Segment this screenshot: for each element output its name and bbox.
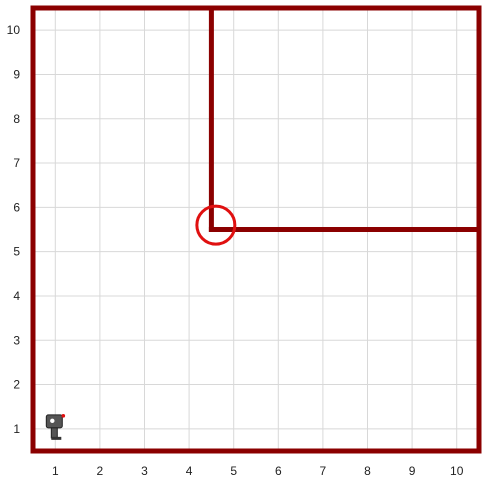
y-tick-label-8: 8 — [13, 112, 20, 126]
y-tick-label-1: 1 — [13, 422, 20, 436]
robot-foot — [51, 436, 62, 440]
target-marker-layer — [195, 204, 237, 246]
y-tick-label-10: 10 — [7, 23, 21, 37]
target-circle — [195, 204, 237, 246]
x-tick-label-9: 9 — [409, 464, 416, 478]
x-tick-label-1: 1 — [52, 464, 59, 478]
tick-labels: 1 2 3 4 5 6 7 8 9 10 1 2 3 4 5 6 7 8 9 10 — [7, 23, 464, 478]
y-tick-label-2: 2 — [13, 378, 20, 392]
x-tick-label-5: 5 — [230, 464, 237, 478]
x-tick-label-10: 10 — [450, 464, 464, 478]
x-tick-label-6: 6 — [275, 464, 282, 478]
y-tick-label-7: 7 — [13, 156, 20, 170]
robot-body — [50, 427, 58, 439]
robot-icon — [45, 414, 66, 440]
x-tick-label-2: 2 — [97, 464, 104, 478]
x-tick-label-4: 4 — [186, 464, 193, 478]
robot-eye — [50, 418, 55, 424]
robot-layer — [45, 414, 66, 440]
robot-antenna — [61, 414, 66, 418]
y-tick-label-5: 5 — [13, 245, 20, 259]
y-tick-label-6: 6 — [13, 200, 20, 214]
x-tick-label-3: 3 — [141, 464, 148, 478]
x-tick-label-8: 8 — [364, 464, 371, 478]
grid-lines — [33, 8, 479, 451]
y-tick-label-9: 9 — [13, 67, 20, 81]
y-tick-label-3: 3 — [13, 333, 20, 347]
x-tick-label-7: 7 — [320, 464, 327, 478]
walls — [30, 5, 482, 454]
y-tick-label-4: 4 — [13, 289, 20, 303]
